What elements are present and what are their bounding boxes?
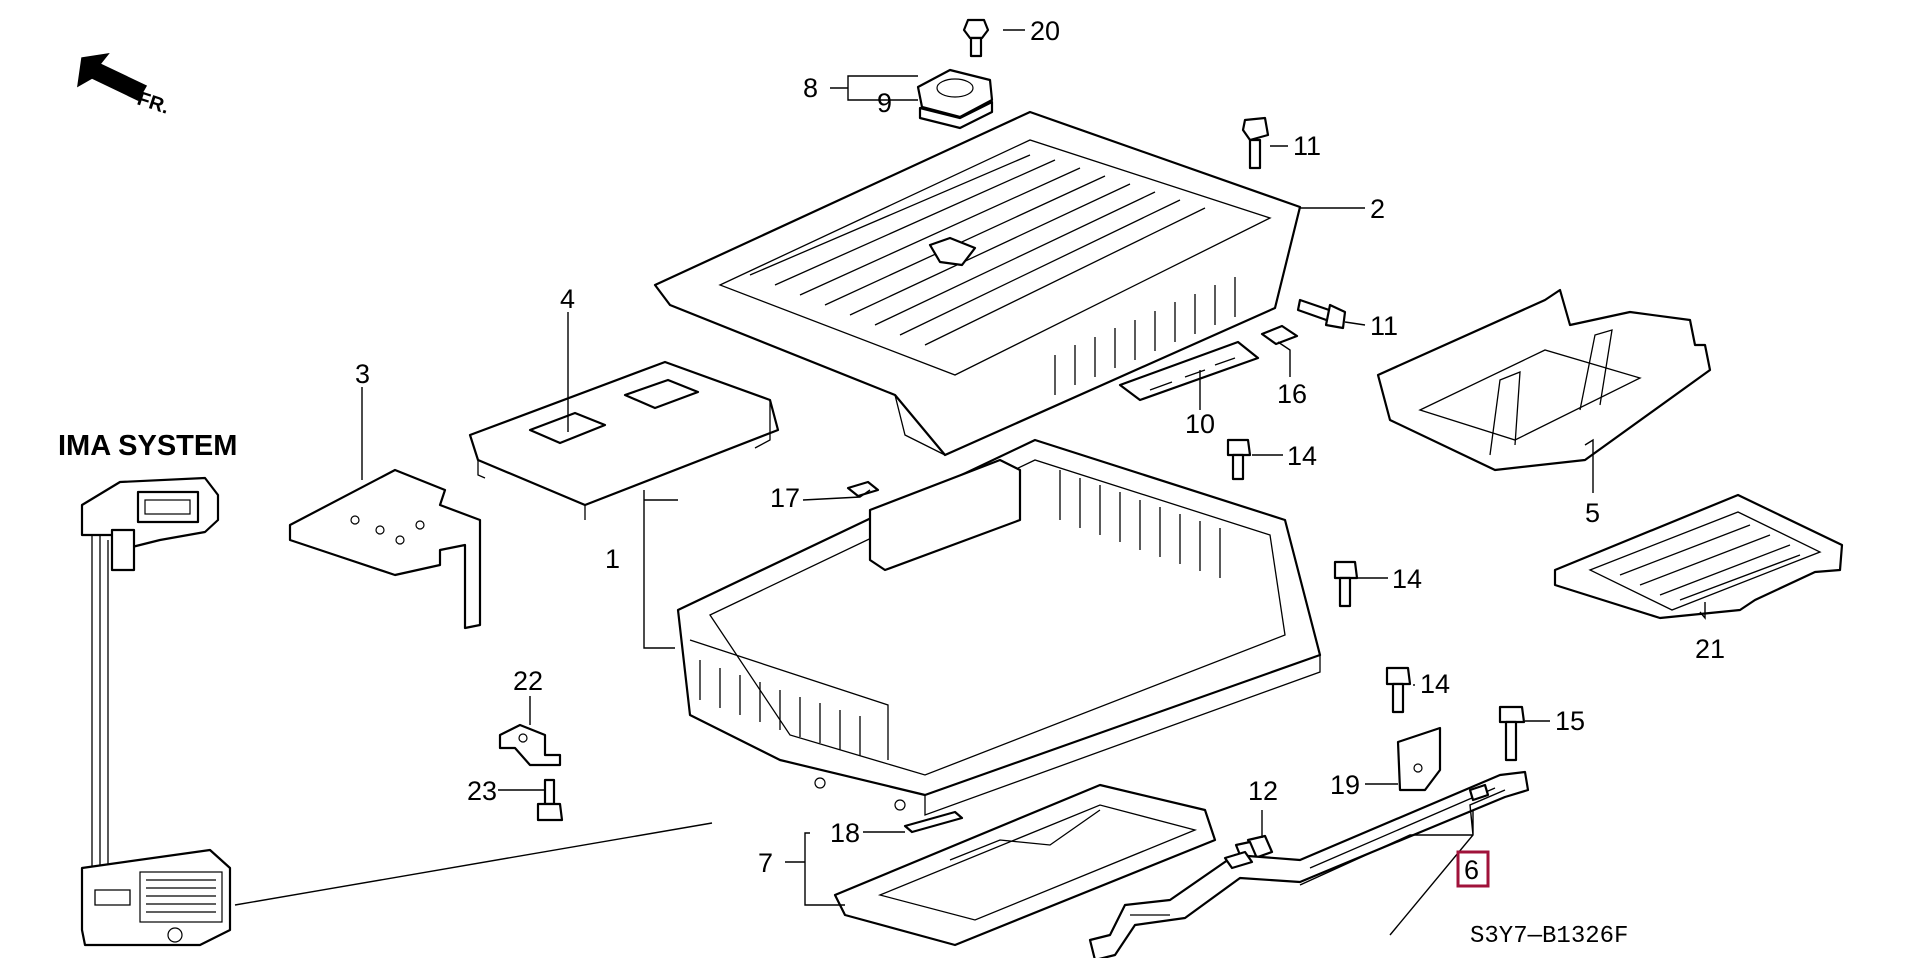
callout-8: 8 [803,73,818,103]
ima-system-locator-thumbnail [80,476,232,947]
callout-20: 20 [1030,16,1060,46]
part-21-tray [1553,493,1844,620]
part-20-bolt-icon [962,18,990,58]
part-1-battery-box [676,438,1322,816]
part-11-bolt-upper-icon [1241,116,1270,170]
callout-15: 15 [1555,706,1585,736]
part-19-bracket [1396,726,1442,792]
callout-14-b: 14 [1392,564,1422,594]
callout-2: 2 [1370,194,1385,224]
drawing-code: S3Y7—B1326F [1470,923,1628,950]
part-11-bolt-side-icon [1296,298,1347,330]
callout-6-highlighted[interactable]: 6 [1464,855,1479,885]
part-14-bolt-a-icon [1226,438,1252,481]
front-direction-arrow-icon [77,52,148,101]
callout-16: 16 [1277,379,1307,409]
part-18-pad [903,810,964,834]
part-4-bracket [468,360,780,520]
part-16-pad [1260,324,1299,346]
part-10-strip [1118,340,1260,402]
highlight-box-part-6 [1456,850,1490,888]
part-14-bolt-b-icon [1333,560,1359,608]
part-8-9-grommet [916,68,994,130]
locator-pointer-line [234,822,713,906]
part-3-bracket [288,468,482,630]
part-17-clip [846,480,880,498]
callout-11-side: 11 [1370,311,1398,341]
callout-5: 5 [1585,498,1600,528]
direction-label: FR. [134,88,171,119]
callout-19: 19 [1330,770,1360,800]
part-6-rail [1088,770,1530,958]
callout-1: 1 [605,544,620,574]
part-2-battery-cover [653,110,1302,457]
part-15-bolt-icon [1498,705,1526,762]
callout-9: 9 [877,88,892,118]
callout-7: 7 [758,848,773,878]
part-5-frame [1376,288,1712,472]
part-23-bolt-icon [536,778,564,822]
system-title: IMA SYSTEM [58,430,237,462]
part-14-bolt-c-icon [1385,666,1412,714]
callout-4: 4 [560,284,575,314]
callout-14-a: 14 [1287,441,1317,471]
callout-11-upper: 11 [1293,131,1321,161]
callout-17: 17 [770,483,800,513]
part-7-bottom-plate [833,783,1217,947]
part-22-bracket [498,723,562,767]
callout-21: 21 [1695,634,1725,664]
callout-18: 18 [830,818,860,848]
leader-lines [361,29,1706,936]
callout-14-c: 14 [1420,669,1450,699]
callout-10: 10 [1185,409,1215,439]
callout-23: 23 [467,776,497,806]
callout-3: 3 [355,359,370,389]
callout-22: 22 [513,666,543,696]
callout-12: 12 [1248,776,1278,806]
